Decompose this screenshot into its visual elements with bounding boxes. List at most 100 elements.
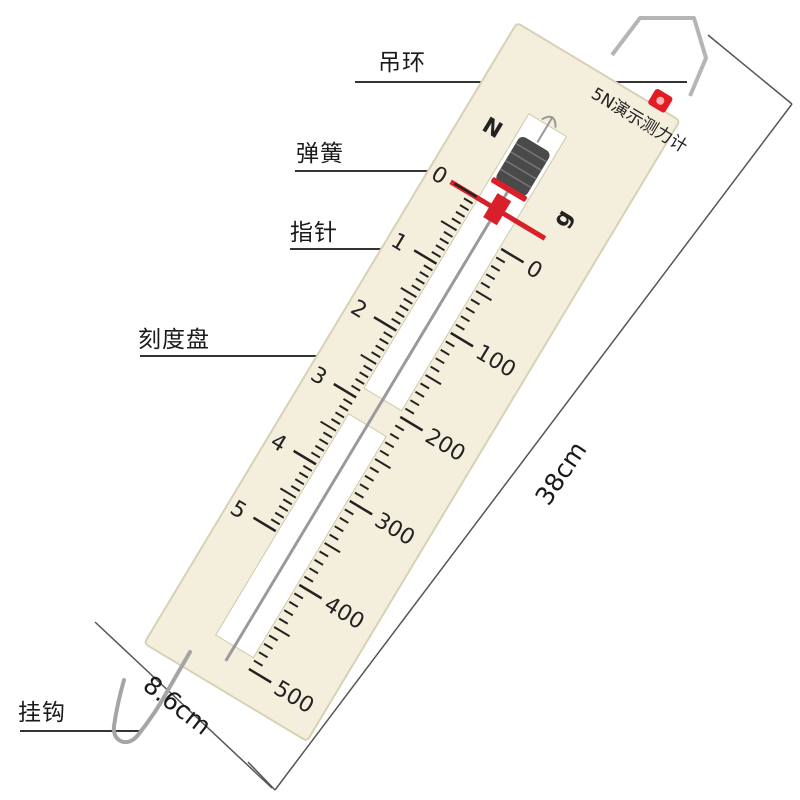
- newton-tick: [314, 444, 325, 452]
- dial-label: 刻度盘: [138, 327, 210, 353]
- gram-major-tick: [298, 583, 323, 600]
- gram-tick: [409, 399, 420, 407]
- dial-leader-line: [140, 355, 350, 357]
- gram-tick: [389, 432, 400, 440]
- newton-tick: [423, 264, 433, 272]
- gram-tick: [253, 659, 264, 667]
- spring-leader-line: [295, 170, 545, 172]
- gram-tick: [324, 542, 341, 554]
- newton-tick: [298, 471, 309, 479]
- newton-tick: [290, 484, 301, 492]
- newton-tick: [395, 311, 405, 319]
- gram-tick: [364, 474, 375, 482]
- gram-tick: [308, 567, 319, 575]
- newton-tick: [439, 237, 449, 245]
- newton-major-tick: [292, 449, 317, 466]
- newton-tick: [431, 250, 441, 258]
- newton-tick: [463, 197, 474, 205]
- newton-tick: [383, 331, 393, 339]
- newton-tick: [338, 404, 349, 412]
- length-label: 38cm: [529, 436, 592, 510]
- newton-tick: [379, 337, 389, 345]
- gram-tick: [263, 642, 274, 650]
- newton-tick: [279, 487, 297, 499]
- newton-tick: [459, 204, 470, 212]
- gram-tick: [425, 374, 442, 386]
- newton-tick: [270, 518, 281, 526]
- gram-tick: [374, 458, 392, 470]
- newton-tick: [334, 411, 345, 419]
- newton-tick: [310, 451, 321, 459]
- ring-label: 吊环: [378, 50, 426, 76]
- gram-major-tick: [349, 499, 373, 516]
- newton-tick: [318, 438, 329, 446]
- newton-tick: [440, 220, 458, 232]
- gram-tick: [359, 483, 370, 491]
- gram-tick: [419, 382, 430, 390]
- newton-tick: [415, 277, 425, 285]
- newton-tick: [435, 244, 445, 252]
- newton-tick: [330, 418, 341, 426]
- hook-label: 挂钩: [18, 700, 66, 726]
- gram-tick: [369, 466, 380, 474]
- newton-major-tick: [373, 316, 397, 332]
- pointer-label: 指针: [290, 220, 338, 246]
- gram-tick: [319, 550, 329, 558]
- gram-tick: [480, 281, 491, 289]
- gram-tick: [495, 256, 506, 264]
- gram-tick: [293, 592, 304, 600]
- gram-tick: [288, 600, 299, 608]
- newton-major-tick: [333, 382, 357, 399]
- gram-tick: [485, 273, 496, 281]
- newton-tick: [322, 431, 333, 439]
- newton-tick: [391, 317, 401, 325]
- newton-tick: [451, 217, 462, 225]
- gram-major-tick: [500, 247, 525, 264]
- gram-tick: [394, 424, 405, 432]
- gram-tick: [303, 575, 314, 583]
- gram-tick: [435, 357, 445, 365]
- gram-tick: [339, 516, 349, 524]
- newton-tick: [274, 511, 285, 519]
- newton-tick: [371, 351, 381, 359]
- gram-tick: [329, 533, 339, 541]
- newton-tick: [443, 230, 454, 238]
- newton-tick: [399, 304, 409, 312]
- newton-tick: [363, 364, 373, 372]
- gram-tick: [344, 508, 354, 516]
- gram-tick: [460, 315, 470, 323]
- newton-tick: [282, 498, 293, 506]
- gram-tick: [379, 449, 390, 457]
- gram-tick: [470, 298, 481, 306]
- gauge-board: [144, 23, 680, 741]
- spring: [491, 115, 557, 202]
- spring-label: 弹簧: [296, 141, 344, 167]
- newton-tick: [400, 286, 417, 298]
- newton-tick: [359, 371, 369, 379]
- newton-tick: [403, 297, 413, 305]
- newton-tick: [455, 210, 466, 218]
- spring-rod: [224, 191, 509, 662]
- gram-tick: [440, 348, 450, 356]
- newton-tick: [320, 420, 337, 432]
- gram-major-tick: [399, 415, 424, 432]
- bottom-hook: [111, 650, 192, 745]
- gram-major-tick: [248, 667, 272, 684]
- hook-leader-line: [20, 730, 140, 732]
- newton-major-tick: [453, 182, 478, 198]
- gram-tick: [414, 390, 425, 398]
- gram-tick: [268, 634, 279, 642]
- hanger-cap: [648, 88, 673, 113]
- newton-tick: [360, 353, 377, 365]
- gram-tick: [334, 525, 344, 533]
- gram-tick: [283, 609, 294, 617]
- gram-tick: [475, 290, 492, 302]
- newton-tick: [411, 284, 421, 292]
- newton-tick: [355, 378, 365, 385]
- gram-tick: [445, 340, 455, 348]
- gram-tick: [313, 558, 324, 566]
- gram-tick: [404, 407, 415, 415]
